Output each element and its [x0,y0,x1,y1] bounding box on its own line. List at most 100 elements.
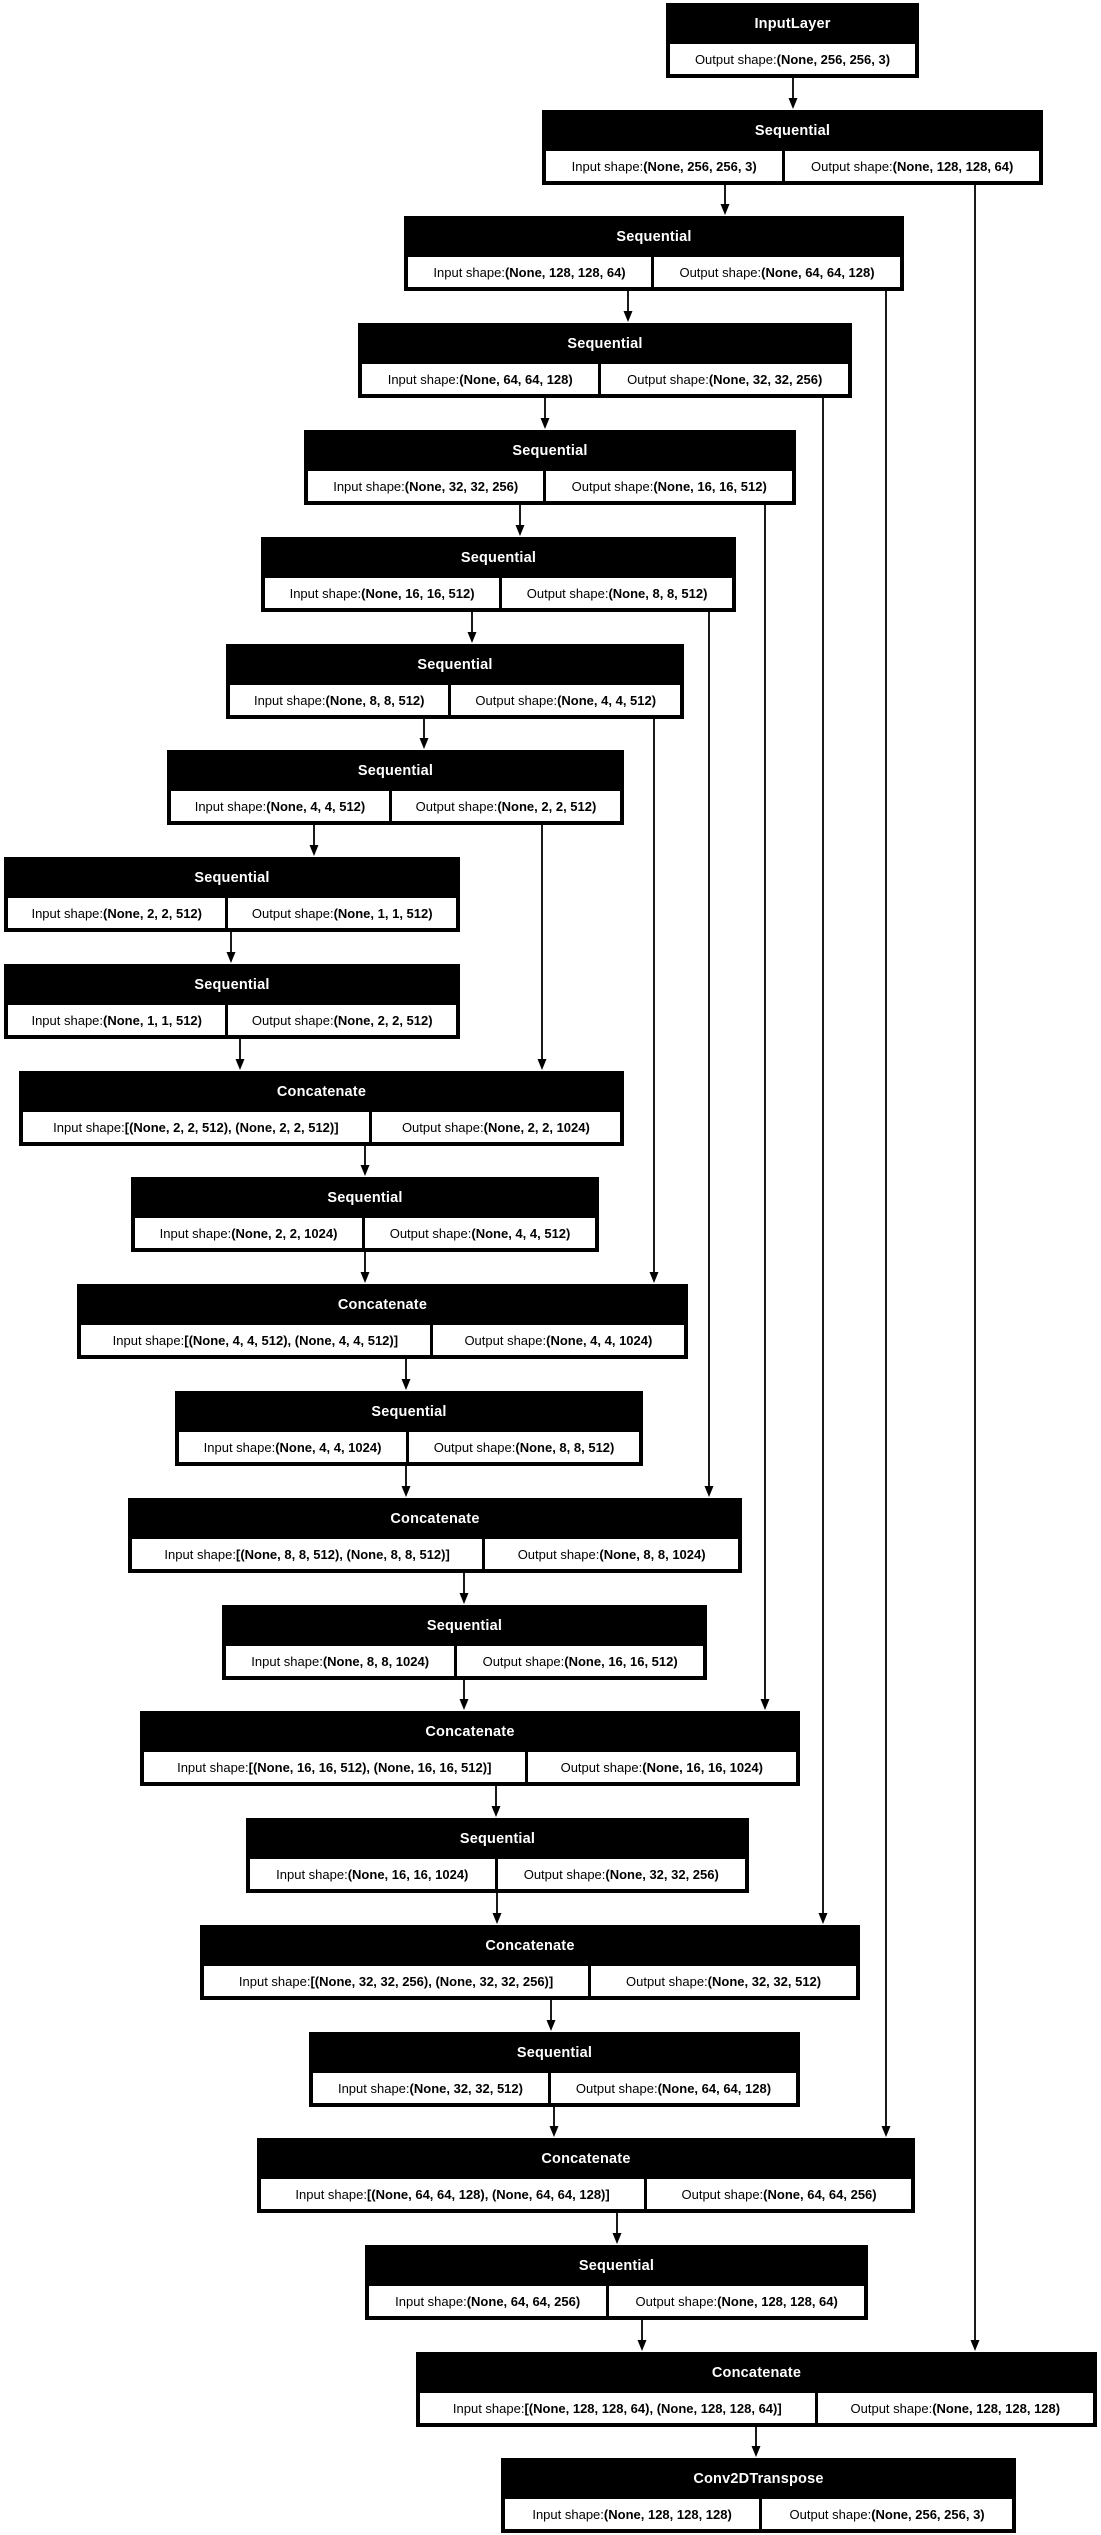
output-shape-cell: Output shape: (None, 8, 8, 512) [502,578,733,608]
shape-cell-value: [(None, 128, 128, 64), (None, 128, 128, … [524,2400,782,2416]
output-shape-cell: Output shape: (None, 4, 4, 1024) [432,1325,685,1355]
input-shape-cell: Input shape: [(None, 2, 2, 512), (None, … [23,1112,369,1142]
shape-cell-value: (None, 16, 16, 1024) [642,1759,763,1775]
arrowhead-icon [235,1059,245,1070]
output-shape-cell: Output shape: (None, 128, 128, 64) [785,151,1040,181]
node-1-sequential: Sequential Input shape: (None, 256, 256,… [542,110,1043,185]
output-shape-cell: Output shape: (None, 32, 32, 256) [601,364,849,394]
shape-cell-value: (None, 64, 64, 128) [459,371,573,387]
shape-cell-label: Output shape: [251,905,334,921]
shape-cell-label: Output shape: [627,371,709,387]
arrowhead-icon [788,98,798,109]
shape-cell-value: [(None, 2, 2, 512), (None, 2, 2, 512)] [124,1119,339,1135]
shape-cell-label: Input shape: [452,2400,525,2416]
shape-cell-value: (None, 128, 128, 128) [603,2506,732,2522]
shape-cell-label: Input shape: [159,1225,232,1241]
shape-cell-label: Output shape: [433,1439,516,1455]
layer-node-shape-row: Input shape: (None, 64, 64, 128) Output … [359,364,851,397]
layer-node-shape-row: Input shape: (None, 4, 4, 512) Output sh… [168,791,623,824]
layer-node-title: Conv2DTranspose [693,2471,824,2487]
shape-cell-label: Input shape: [395,2293,467,2309]
shape-cell-label: Input shape: [31,1012,104,1028]
arrowhead-icon [540,418,550,429]
shape-cell-label: Output shape: [415,798,498,814]
shape-cell-value: (None, 4, 4, 1024) [546,1332,653,1348]
output-shape-cell: Output shape: (None, 32, 32, 512) [591,1966,857,1996]
shape-cell-label: Output shape: [575,2080,658,2096]
layer-node-shape-row: Input shape: (None, 32, 32, 512) Output … [310,2073,799,2106]
layer-node-shape-row: Input shape: [(None, 4, 4, 512), (None, … [78,1325,687,1358]
shape-cell-label: Input shape: [238,1973,311,1989]
shape-cell-label: Input shape: [276,1866,348,1882]
node-23-conv2dtranspose: Conv2DTranspose Input shape: (None, 128,… [501,2458,1016,2533]
layer-node-title: Sequential [567,336,643,352]
shape-cell-value: (None, 2, 2, 1024) [483,1119,590,1135]
layer-node-title: Sequential [417,657,493,673]
arrowhead-icon [760,1699,770,1710]
output-shape-cell: Output shape: (None, 64, 64, 128) [654,257,901,287]
shape-cell-value: (None, 256, 256, 3) [776,51,891,67]
shape-cell-label: Output shape: [523,1866,606,1882]
shape-cell-label: Output shape: [517,1546,600,1562]
shape-cell-label: Input shape: [53,1119,125,1135]
shape-cell-label: Input shape: [571,158,644,174]
arrowhead-icon [459,1699,469,1710]
layer-node-title: Sequential [754,123,831,139]
arrowhead-icon [360,1165,370,1176]
arrowhead-icon [549,2126,559,2137]
arrowhead-icon [970,2340,980,2351]
shape-cell-label: Output shape: [560,1759,643,1775]
layer-node-title: Sequential [616,229,692,245]
shape-cell-label: Output shape: [635,2293,718,2309]
input-shape-cell: Input shape: [(None, 16, 16, 512), (None… [144,1752,525,1782]
output-shape-cell: Output shape: (None, 16, 16, 512) [457,1646,703,1676]
shape-cell-value: (None, 8, 8, 1024) [599,1546,706,1562]
arrowhead-icon [309,845,319,856]
shape-cell-value: (None, 4, 4, 1024) [275,1439,382,1455]
shape-cell-value: (None, 2, 2, 512) [103,905,202,921]
shape-cell-label: Output shape: [811,158,893,174]
shape-cell-label: Output shape: [679,264,762,280]
arrowhead-icon [360,1272,370,1283]
input-shape-cell: Input shape: (None, 8, 8, 1024) [226,1646,455,1676]
node-2-sequential: Sequential Input shape: (None, 128, 128,… [404,216,904,291]
layer-node-title: Sequential [194,977,270,993]
output-shape-cell: Output shape: (None, 16, 16, 1024) [527,1752,797,1782]
node-20-concatenate: Concatenate Input shape: [(None, 64, 64,… [257,2138,915,2213]
node-22-concatenate: Concatenate Input shape: [(None, 128, 12… [416,2352,1097,2427]
shape-cell-label: Output shape: [475,692,558,708]
arrowhead-icon [637,2340,647,2351]
shape-cell-value: [(None, 8, 8, 512), (None, 8, 8, 512)] [235,1546,450,1562]
input-shape-cell: Input shape: (None, 1, 1, 512) [8,1005,226,1035]
layer-node-shape-row: Input shape: (None, 16, 16, 512) Output … [262,578,735,611]
shape-cell-label: Output shape: [464,1332,547,1348]
input-shape-cell: Input shape: (None, 128, 128, 128) [505,2499,760,2529]
output-shape-cell: Output shape: (None, 4, 4, 512) [451,685,681,715]
layer-node-title: Concatenate [276,1084,367,1100]
shape-cell-label: Output shape: [482,1653,565,1669]
layer-node-title: InputLayer [754,16,831,32]
shape-cell-value: (None, 4, 4, 512) [557,692,657,708]
layer-node-shape-row: Input shape: [(None, 8, 8, 512), (None, … [129,1539,741,1572]
shape-cell-label: Output shape: [526,585,609,601]
input-shape-cell: Input shape: [(None, 4, 4, 512), (None, … [81,1325,430,1355]
shape-cell-value: [(None, 64, 64, 128), (None, 64, 64, 128… [366,2186,610,2202]
input-shape-cell: Input shape: (None, 256, 256, 3) [546,151,783,181]
shape-cell-label: Input shape: [337,2080,410,2096]
shape-cell-value: (None, 4, 4, 512) [266,798,366,814]
arrowhead-icon [537,1059,547,1070]
layer-node-title: Concatenate [425,1724,515,1740]
shape-cell-label: Input shape: [295,2186,367,2202]
output-shape-cell: Output shape: (None, 2, 2, 512) [228,1005,457,1035]
layer-node-shape-row: Input shape: (None, 2, 2, 512) Output sh… [5,898,459,931]
output-shape-cell: Output shape: (None, 256, 256, 3) [670,44,915,74]
layer-node-shape-row: Input shape: (None, 1, 1, 512) Output sh… [5,1005,459,1038]
arrowhead-icon [467,632,477,643]
input-shape-cell: Input shape: (None, 16, 16, 1024) [250,1859,495,1889]
arrowhead-icon [751,2446,761,2457]
arrowhead-icon [720,204,730,215]
shape-cell-label: Output shape: [389,1225,472,1241]
shape-cell-label: Input shape: [31,905,104,921]
output-shape-cell: Output shape: (None, 2, 2, 1024) [371,1112,621,1142]
